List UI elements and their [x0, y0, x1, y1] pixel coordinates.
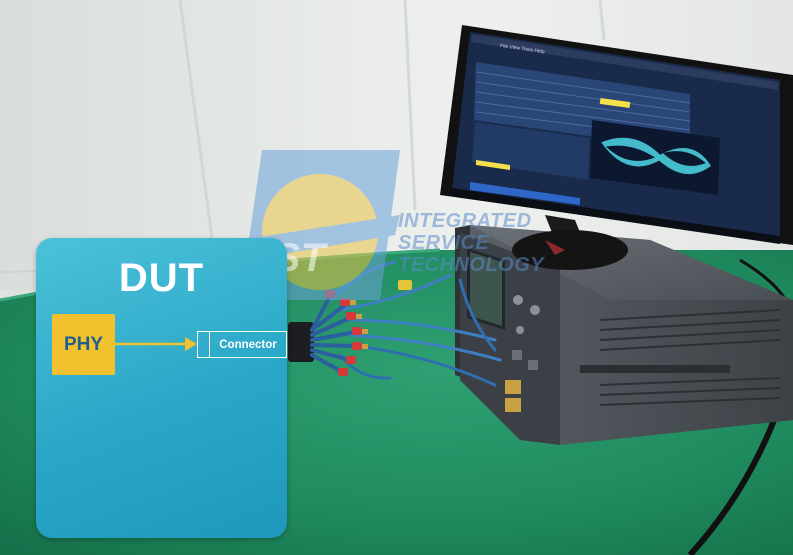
- connector-box: Connector: [197, 331, 287, 358]
- watermark-line2: SERVICE: [398, 232, 490, 254]
- watermark-line1: INTEGRATED: [398, 210, 532, 232]
- cable-bundle: [288, 280, 412, 376]
- dut-title: DUT: [118, 256, 205, 300]
- dut-box: DUT PHY Connector: [36, 238, 287, 538]
- phy-label: PHY: [63, 333, 104, 355]
- connector-notch: [198, 332, 210, 357]
- monitor: File View Tools Help: [440, 25, 793, 270]
- watermark-line3: TECHNOLOGY: [398, 254, 545, 276]
- arrow-icon: [115, 337, 197, 351]
- phy-box: PHY: [52, 314, 115, 375]
- connector-label: Connector: [219, 338, 277, 351]
